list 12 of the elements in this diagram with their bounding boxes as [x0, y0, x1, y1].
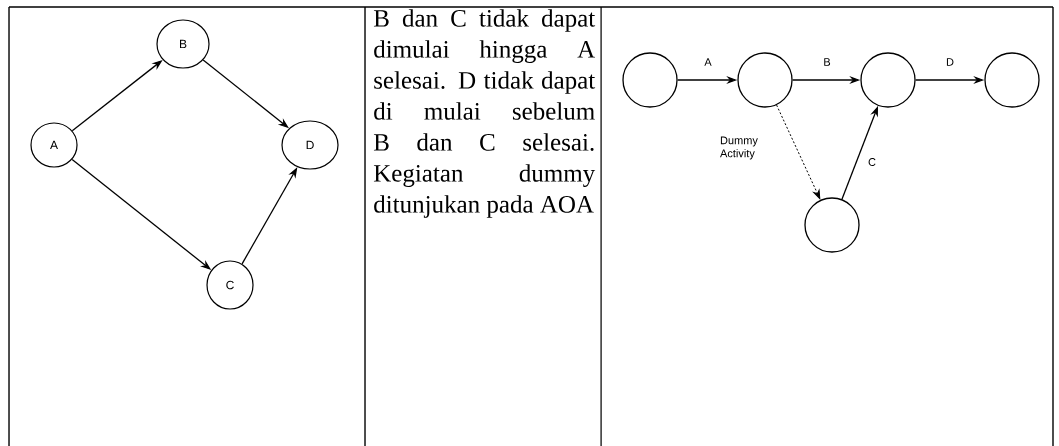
event-circle: [622, 52, 678, 108]
event-circle: [804, 197, 860, 253]
edge-label: D: [946, 58, 954, 66]
edge-label: Dummy Activity: [720, 136, 758, 160]
event-circle: [860, 52, 916, 108]
edge-label: A: [704, 58, 712, 66]
event-circle: [984, 52, 1040, 108]
edge-label: C: [868, 158, 876, 166]
edge-label: B: [824, 58, 831, 66]
cell-text: B dan C tidak dapat dimulai hingga A selesai. D tidak dapat di mulai sebelum B dan C selesai. Kegiatan dummy ditunjukan pada AOA: [373, 9, 596, 218]
event-circle: [737, 52, 793, 108]
arrow: [776, 104, 821, 200]
